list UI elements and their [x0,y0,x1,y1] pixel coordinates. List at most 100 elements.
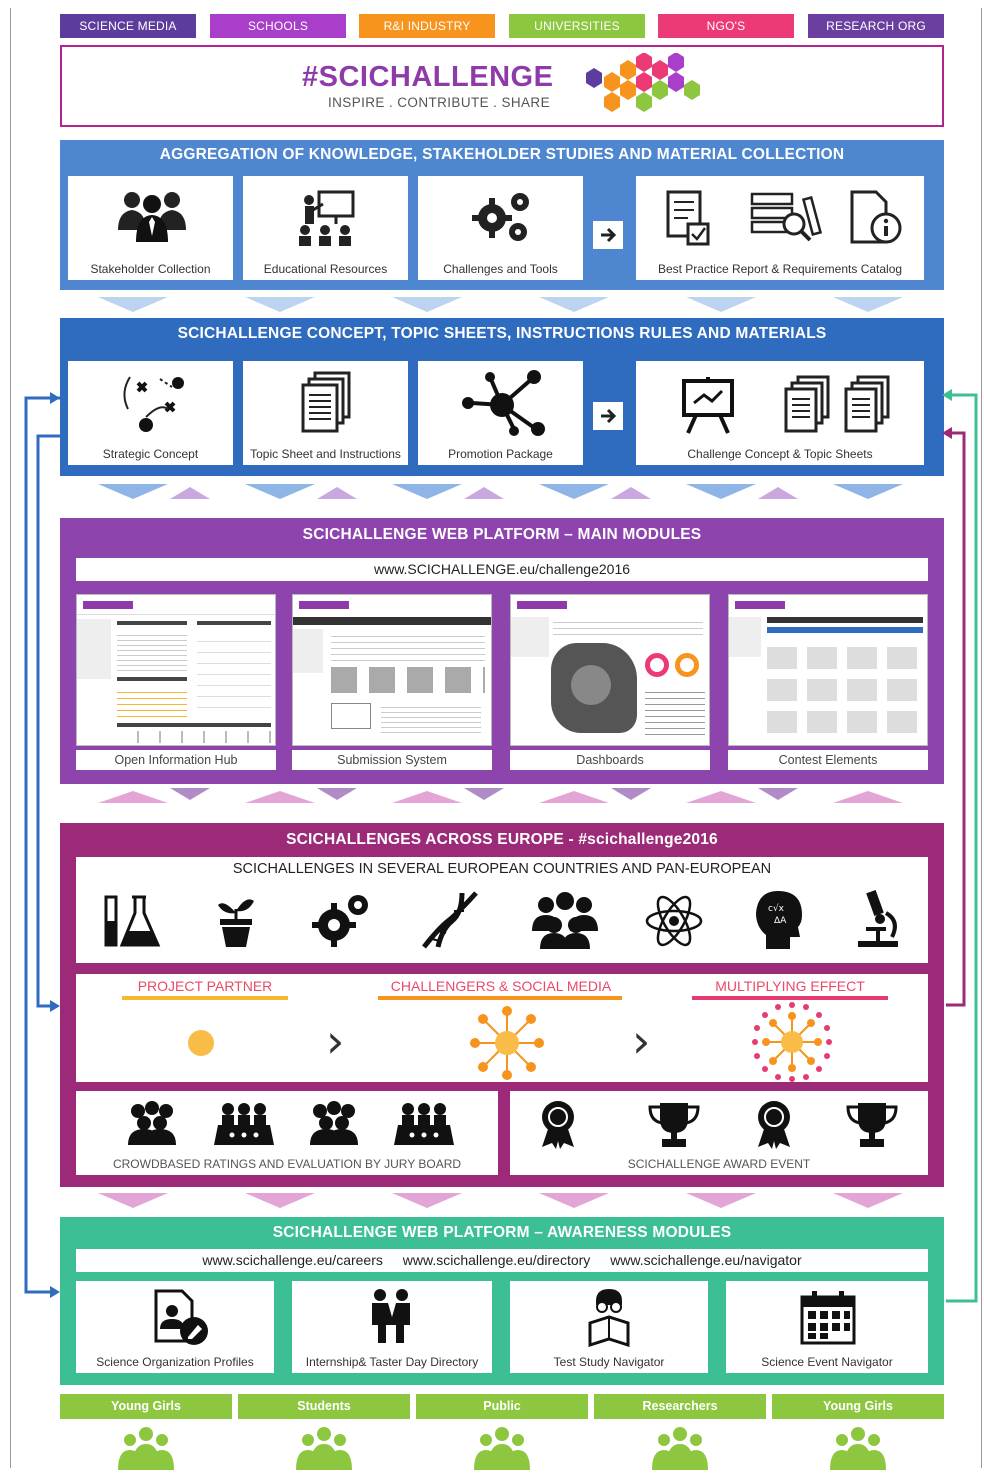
card-study-navigator: Test Study Navigator [510,1281,708,1373]
section-title: SCICHALLENGE WEB PLATFORM – AWARENESS MO… [272,1224,732,1241]
ratings-label: CROWDBASED RATINGS AND EVALUATION BY JUR… [112,1157,462,1171]
document-stack-icon [844,375,890,433]
stage-challengers: CHALLENGERS & SOCIAL MEDIA [390,978,612,994]
module-label: Dashboards [510,750,710,770]
gears-icon [472,193,529,241]
atom-icon [645,895,703,947]
network-icon [462,370,545,436]
logo-tagline: INSPIRE . CONTRIBUTE . SHARE [328,95,550,110]
loop-arrows-right [942,389,978,1303]
section-title: AGGREGATION OF KNOWLEDGE, STAKEHOLDER ST… [159,146,845,163]
card-label: Challenge Concept & Topic Sheets [687,447,873,461]
plant-pot-icon [218,899,254,947]
card-strategic-concept: Strategic Concept [68,361,233,465]
card-label: Strategic Concept [102,447,199,461]
card-internship-directory: Internship& Taster Day Directory [292,1281,492,1373]
section-concept: SCICHALLENGE CONCEPT, TOPIC SHEETS, INST… [60,318,944,476]
card-label: Promotion Package [448,447,553,461]
trophy-icon [648,1103,700,1147]
partner-dot [188,1030,214,1056]
svg-text:c√x: c√x [768,903,785,914]
audience-researchers: Researchers [594,1394,766,1419]
card-challenges-tools: Challenges and Tools [418,176,583,280]
reader-icon [588,1289,630,1347]
page-frame [10,8,982,1468]
teacher-board-icon [299,190,355,246]
document-stack-icon [784,375,830,433]
business-team-icon [118,192,186,242]
section-title: SCICHALLENGE WEB PLATFORM – MAIN MODULES [302,526,702,543]
group-people-icon [652,1427,708,1470]
card-label: Topic Sheet and Instructions [250,447,401,461]
card-educational-resources: Educational Resources [243,176,408,280]
thumb-submission-system [292,594,492,746]
network-burst-icon [470,1006,544,1080]
crowd-icon [128,1101,176,1145]
thumb-dashboards [510,594,710,746]
section-across-europe: SCICHALLENGES ACROSS EUROPE - #scichalle… [60,823,944,1187]
flow-arrows-mixed [98,484,903,499]
card-promotion-package: Promotion Package [418,361,583,465]
svg-text:ΔA: ΔA [774,916,787,926]
stage-underline [122,996,288,1000]
card-label: Internship& Taster Day Directory [305,1355,479,1369]
stage-multiplying-effect: MULTIPLYING EFFECT [715,978,865,994]
award-medal-icon [542,1101,574,1149]
url-navigator[interactable]: www.scichallenge.eu/navigator [610,1252,802,1268]
tag-universities: UNIVERSITIES [509,14,645,38]
award-medal-icon [758,1101,790,1149]
tag-research-org: RESEARCH ORG [808,14,944,38]
card-label: Best Practice Report & Requirements Cata… [657,262,903,276]
group-people-icon [118,1427,174,1470]
module-label: Open Information Hub [76,750,276,770]
hexagon-cluster-icon [586,53,700,112]
audience-public: Public [416,1394,588,1419]
dna-icon [422,891,478,949]
awareness-urls: www.scichallenge.eu/careers www.scichall… [76,1249,928,1272]
award-panel: SCICHALLENGE AWARD EVENT [510,1091,928,1175]
multiply-burst-icon [752,1002,832,1082]
group-people-icon [830,1427,886,1470]
url-careers[interactable]: www.scichallenge.eu/careers [202,1252,383,1268]
flow-arrows-down [98,1193,903,1208]
chevron-right-icon: › [632,1014,651,1068]
audience-students: Students [238,1394,410,1419]
tag-ngos: NGO'S [658,14,794,38]
lab-flask-icon [104,895,161,947]
chevron-right-icon: › [326,1014,345,1068]
group-people-icon [296,1427,352,1470]
url-directory[interactable]: www.scichallenge.eu/directory [402,1252,591,1268]
card-event-navigator: Science Event Navigator [726,1281,928,1373]
head-formula-icon: c√xΔA [756,891,802,949]
stage-underline [378,996,622,1000]
arrow-right-icon [593,402,623,430]
card-label: Educational Resources [263,262,388,276]
presentation-board-icon [682,377,734,434]
arrow-right-icon [593,221,623,249]
stage-project-partner: PROJECT PARTNER [137,978,273,994]
card-label: Science Event Navigator [761,1355,893,1369]
science-icons-panel: SCICHALLENGES IN SEVERAL EUROPEAN COUNTR… [76,857,928,963]
card-best-practice-report: Best Practice Report & Requirements Cata… [636,176,924,280]
profile-document-icon [154,1289,208,1345]
card-stakeholder-collection: Stakeholder Collection [68,176,233,280]
tag-science-media: SCIENCE MEDIA [60,14,196,38]
thumb-open-information-hub [76,594,276,746]
section-title: SCICHALLENGE CONCEPT, TOPIC SHEETS, INST… [177,325,827,342]
document-search-icon [750,192,823,242]
section-main-modules: SCICHALLENGE WEB PLATFORM – MAIN MODULES… [60,518,944,784]
card-label: Science Organization Profiles [96,1355,254,1369]
module-label: Submission System [292,750,492,770]
info-document-icon [850,190,902,244]
handshake-people-icon [372,1289,410,1343]
group-people-icon [474,1427,530,1470]
platform-url[interactable]: www.SCICHALLENGE.eu/challenge2016 [76,558,928,581]
card-organization-profiles: Science Organization Profiles [76,1281,274,1373]
card-topic-sheet: Topic Sheet and Instructions [243,361,408,465]
logo-title: #SCICHALLENGE [302,61,554,93]
microscope-icon [858,890,898,947]
strategy-play-icon [123,376,184,432]
audience-young-girls: Young Girls [60,1394,232,1419]
thumb-contest-elements [728,594,928,746]
card-label: Test Study Navigator [553,1355,665,1369]
